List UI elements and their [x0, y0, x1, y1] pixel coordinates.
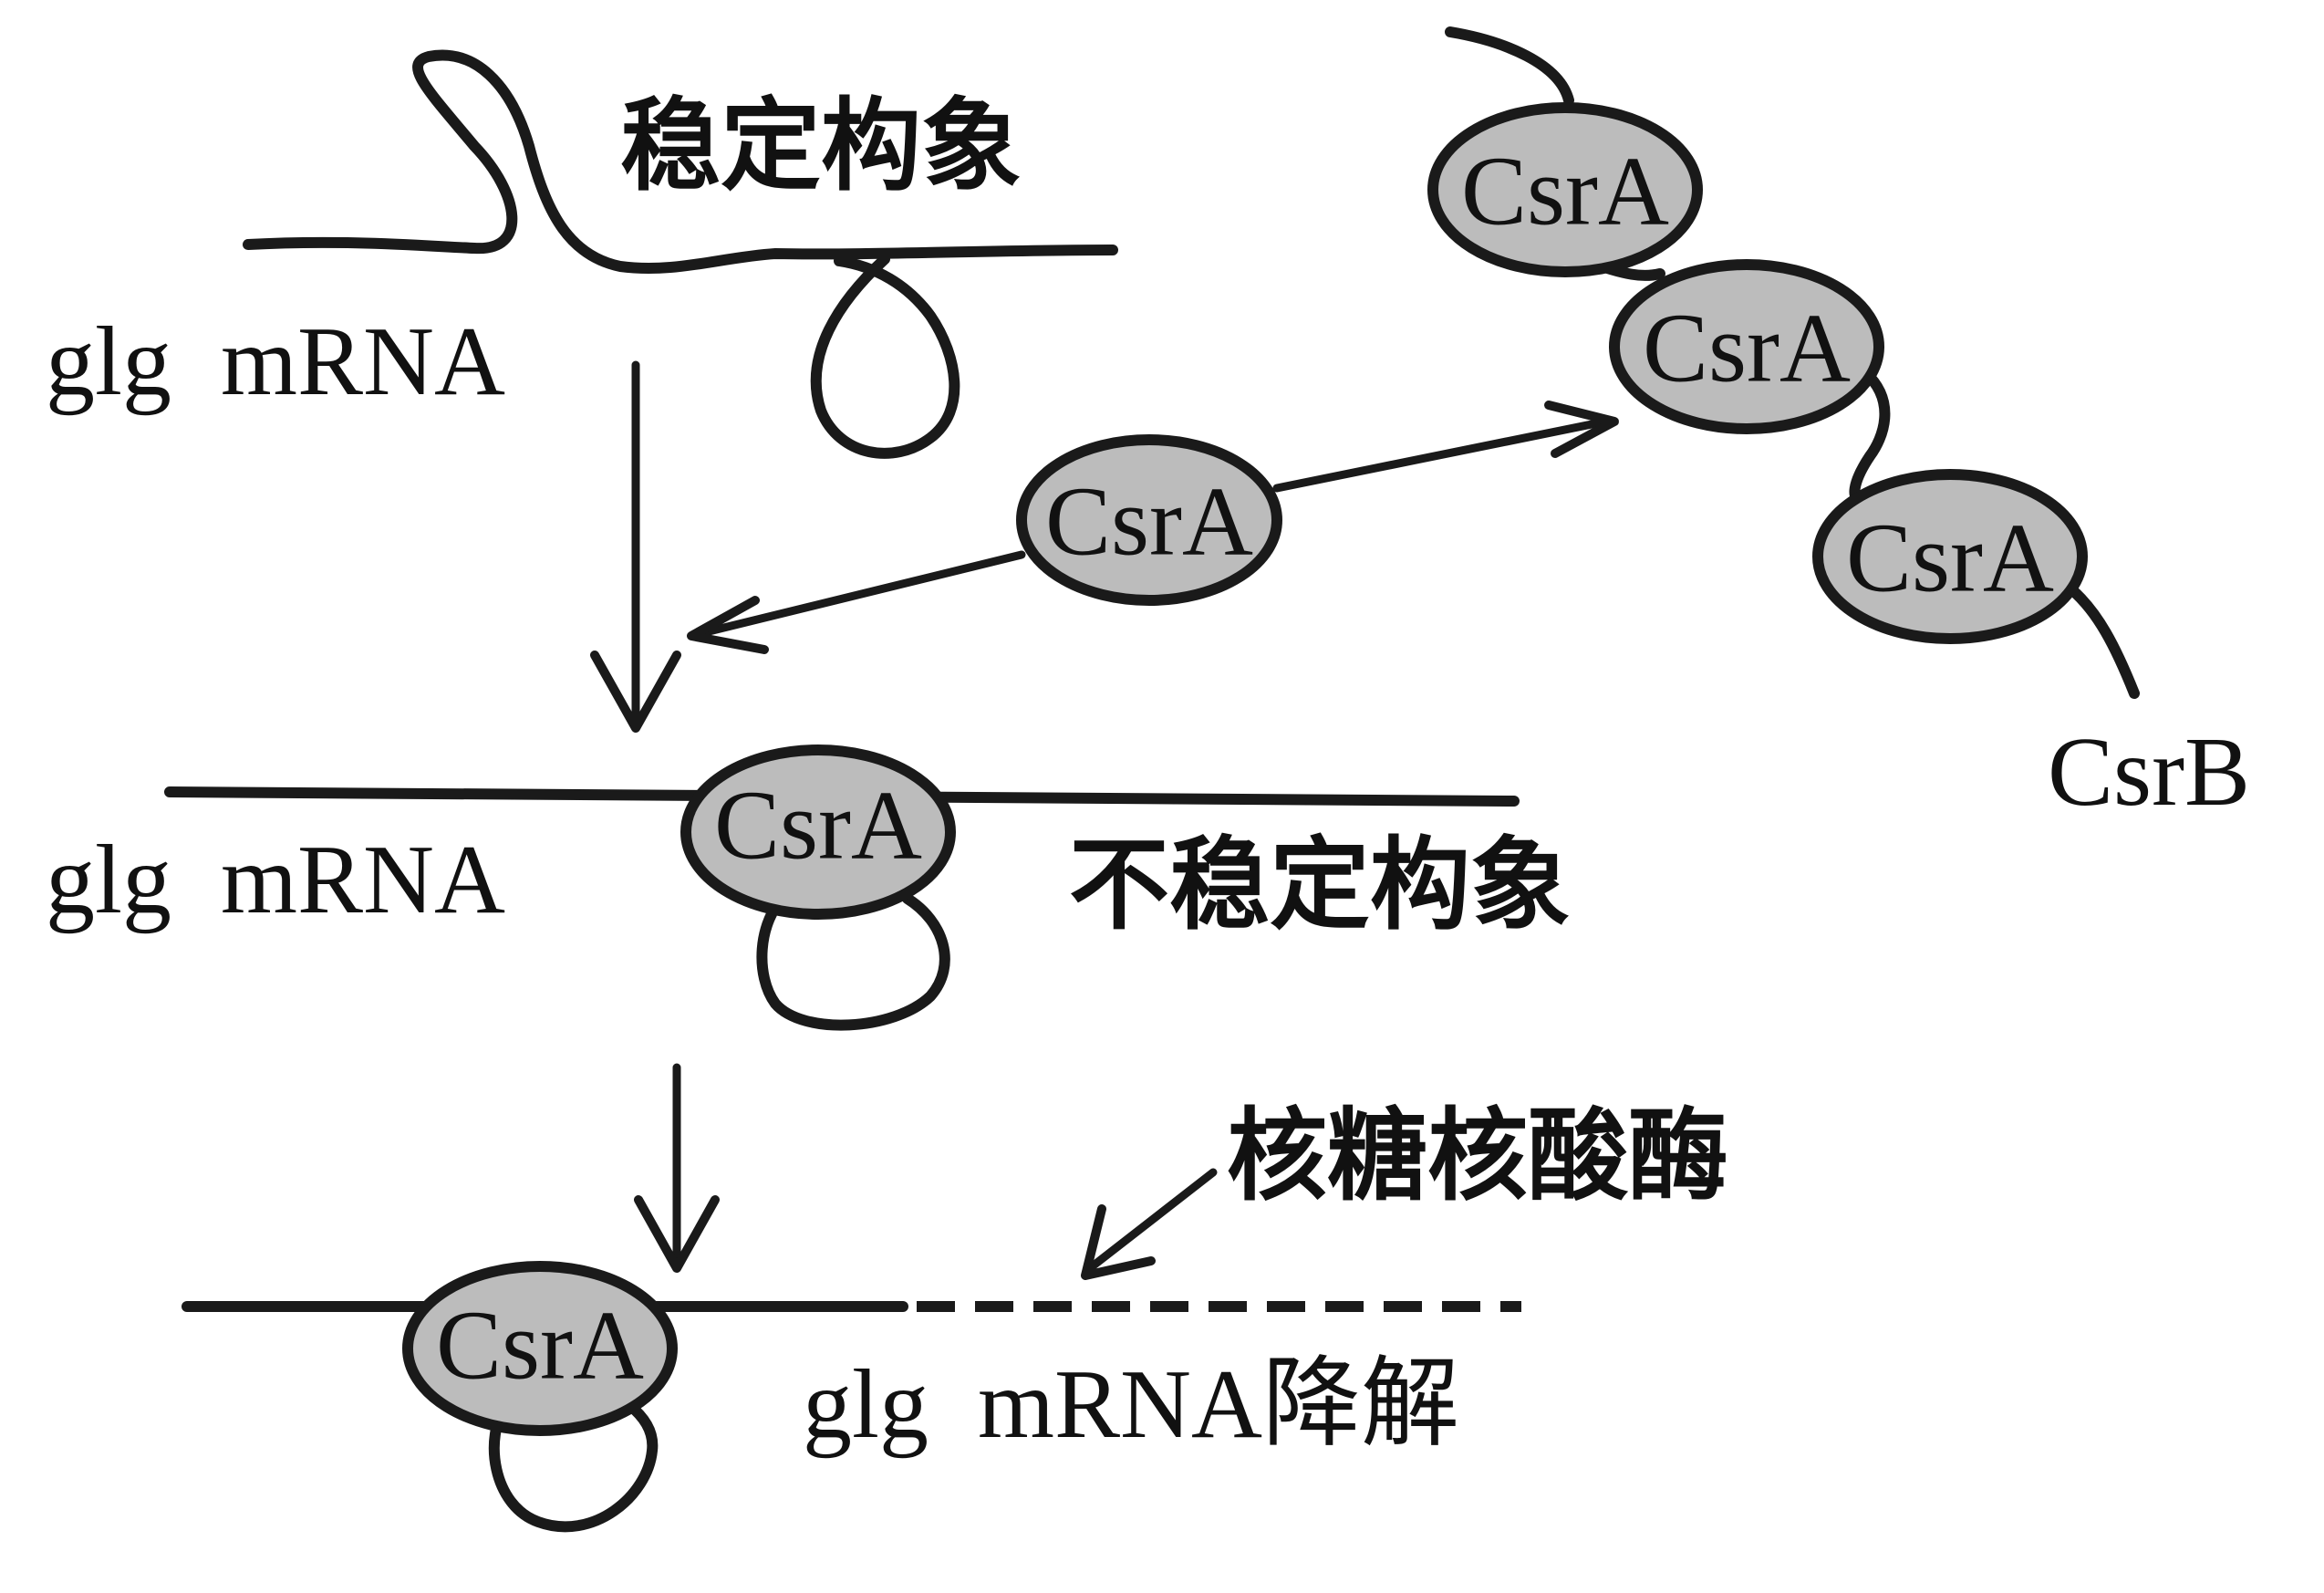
stable-conformation-label: 稳定构象: [620, 88, 1022, 204]
csra-free: CsrA: [1016, 434, 1282, 606]
glg-mrna-label-middle: glg mRNA: [46, 826, 505, 934]
csra-mrna-bound: CsrA: [680, 744, 956, 920]
csra-csrb-bound-2: CsrA: [1609, 259, 1884, 434]
ribonuclease-arrow: [1081, 1168, 1218, 1280]
csra-label: CsrA: [1045, 468, 1253, 577]
csra-label: CsrA: [1643, 295, 1851, 403]
csra-label: CsrA: [1461, 138, 1669, 246]
exchange-arrow: [687, 401, 1619, 654]
down-arrow-2: [634, 1063, 720, 1273]
glg-mrna-label-top: glg mRNA: [46, 307, 505, 416]
csra-degradation-bound: CsrA: [402, 1261, 678, 1436]
unstable-conformation-label: 不稳定构象: [1069, 827, 1571, 943]
glg-mrna-degraded-label: glg mRNA降解: [803, 1350, 1459, 1459]
down-arrow-1: [590, 360, 681, 733]
csrb-label: CsrB: [2048, 718, 2250, 827]
ribonuclease-label: 核糖核酸酶: [1227, 1098, 1728, 1214]
csra-csrb-bound-3: CsrA: [1812, 469, 2088, 644]
csra-label: CsrA: [436, 1292, 644, 1400]
csra-label: CsrA: [714, 772, 922, 880]
csra-csrb-bound-1: CsrA: [1427, 102, 1703, 277]
csra-label: CsrA: [1846, 505, 2054, 613]
glg-mrna-stable-strand: [243, 49, 1118, 459]
